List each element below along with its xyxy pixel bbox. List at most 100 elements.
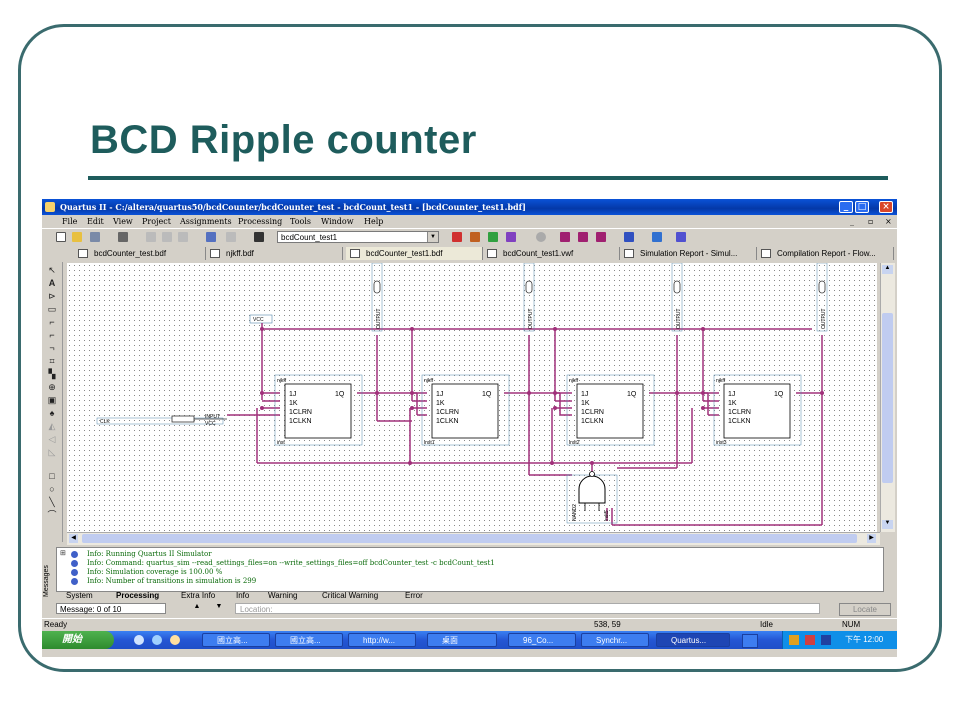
scroll-left-icon[interactable]: ◀	[69, 534, 78, 543]
tab-simulation-report[interactable]: Simulation Report - Simul...	[620, 247, 757, 260]
symbol-tool-icon[interactable]: ⊳	[48, 291, 56, 301]
paste-icon[interactable]	[178, 232, 188, 242]
programmer-icon[interactable]	[624, 232, 634, 242]
clock[interactable]: 下午 12:00	[845, 635, 884, 644]
mdi-close-icon[interactable]: ×	[885, 217, 892, 226]
partial-line-select-icon[interactable]: ▚	[48, 369, 56, 379]
orthogonal-bus-tool-icon[interactable]: ⌐	[49, 330, 55, 340]
taskbar-item[interactable]: 桌面	[427, 633, 497, 647]
quick-launch-media-icon[interactable]	[152, 635, 162, 645]
find-icon[interactable]: ♠	[49, 408, 55, 418]
oval-tool-icon[interactable]: ○	[49, 484, 55, 494]
scroll-up-icon[interactable]: ▲	[882, 265, 893, 274]
conduit-tool-icon[interactable]: ¬	[49, 343, 55, 353]
tab-warning[interactable]: Warning	[268, 591, 298, 600]
menu-file[interactable]: File	[62, 217, 78, 226]
location-field[interactable]: Location:	[235, 603, 820, 614]
taskbar-item[interactable]: 國立高...	[275, 633, 343, 647]
njkff-inst1[interactable]: njkff 1J 1Q 1K 1CLRN 1CLKN inst1	[421, 374, 510, 446]
chevron-down-icon[interactable]: ▼	[427, 232, 438, 242]
tab-bcdcounter-test-bdf[interactable]: bcdCounter_test.bdf	[74, 247, 206, 260]
message-list[interactable]: ⊞ Info: Running Quartus II Simulator Inf…	[56, 547, 884, 592]
tab-processing[interactable]: Processing	[116, 591, 160, 600]
up-arrow-icon[interactable]: ▲	[190, 603, 204, 614]
compile-tool-icon[interactable]	[470, 232, 480, 242]
message-line[interactable]: Info: Simulation coverage is 100.00 %	[87, 568, 223, 576]
locate-button[interactable]: Locate	[839, 603, 891, 616]
mdi-restore-icon[interactable]: ▫	[868, 217, 874, 226]
print-icon[interactable]	[118, 232, 128, 242]
message-line[interactable]: Info: Command: quartus_sim --read_settin…	[87, 559, 495, 567]
clk-input-pin[interactable]: CLK INPUT VCC	[96, 414, 227, 427]
scroll-right-icon[interactable]: ▶	[867, 534, 876, 543]
start-simulation-icon[interactable]	[596, 232, 606, 242]
output-pin-2[interactable]: OUTPUT	[671, 263, 683, 332]
selection-tool-icon[interactable]: ↖	[48, 265, 56, 275]
schematic-canvas[interactable]: VCC CLK INPUT VCC OUTPUT	[67, 263, 877, 532]
message-line[interactable]: Info: Number of transitions in simulatio…	[87, 577, 257, 585]
vertical-scroll-thumb[interactable]	[882, 313, 893, 483]
rectangle-tool-icon[interactable]: □	[49, 471, 55, 481]
line-tool-icon[interactable]: ╲	[49, 497, 55, 507]
tab-njkff-bdf[interactable]: njkff.bdf	[206, 247, 343, 260]
menu-processing[interactable]: Processing	[238, 217, 283, 226]
horizontal-scrollbar[interactable]: ◀ ▶	[67, 532, 880, 545]
vcc-symbol[interactable]: VCC	[249, 314, 273, 329]
flip-vertical-icon[interactable]: ◁	[48, 434, 56, 444]
tab-system[interactable]: System	[66, 591, 93, 600]
vertical-scrollbar[interactable]: ▲ ▼	[880, 263, 895, 532]
menu-view[interactable]: View	[113, 217, 133, 226]
text-tool-icon[interactable]: A	[48, 278, 56, 288]
zoom-tool-icon[interactable]: ⊕	[48, 382, 56, 392]
njkff-inst[interactable]: njkff 1J 1Q 1K 1CLRN 1CLKN inst	[274, 374, 363, 446]
timing-icon[interactable]	[536, 232, 546, 242]
new-file-icon[interactable]	[56, 232, 66, 242]
save-icon[interactable]	[90, 232, 100, 242]
output-pin-3[interactable]: OUTPUT	[816, 263, 828, 332]
tab-bcdcount-test1-vwf[interactable]: bcdCount_test1.vwf	[483, 247, 620, 260]
taskbar-item[interactable]: 國立高...	[202, 633, 270, 647]
tray-icon[interactable]	[805, 635, 815, 645]
taskbar-extra-button[interactable]	[742, 634, 758, 648]
close-button[interactable]: ×	[879, 201, 893, 213]
tab-error[interactable]: Error	[405, 591, 423, 600]
flip-horizontal-icon[interactable]: ◭	[48, 421, 56, 431]
minimize-button[interactable]: _	[839, 201, 853, 213]
menu-edit[interactable]: Edit	[87, 217, 104, 226]
taskbar-item[interactable]: 96_Co...	[508, 633, 576, 647]
taskbar-item[interactable]: Synchr...	[581, 633, 649, 647]
project-combo[interactable]: bcdCount_test1 ▼	[277, 231, 439, 243]
maximize-button[interactable]: □	[855, 201, 869, 213]
start-button[interactable]: 開始	[42, 631, 114, 649]
output-pin-1[interactable]: OUTPUT	[523, 263, 535, 332]
menu-assignments[interactable]: Assignments	[180, 217, 232, 226]
taskbar-item-active[interactable]: Quartus...	[656, 633, 730, 647]
tab-critical-warning[interactable]: Critical Warning	[322, 591, 379, 600]
stop-icon[interactable]	[452, 232, 462, 242]
open-folder-icon[interactable]	[72, 232, 82, 242]
scroll-down-icon[interactable]: ▼	[882, 520, 893, 529]
output-pin-0[interactable]: OUTPUT	[371, 263, 383, 332]
tab-compilation-report[interactable]: Compilation Report - Flow...	[757, 247, 894, 260]
menu-tools[interactable]: Tools	[290, 217, 312, 226]
tray-icon[interactable]	[789, 635, 799, 645]
synthesis-icon[interactable]	[506, 232, 516, 242]
mdi-minimize-icon[interactable]: _	[850, 217, 854, 226]
quick-launch-app-icon[interactable]	[170, 635, 180, 645]
taskbar-item[interactable]: http://w...	[348, 633, 416, 647]
orthogonal-node-tool-icon[interactable]: ⌐	[49, 317, 55, 327]
undo-icon[interactable]	[206, 232, 216, 242]
rubberbanding-icon[interactable]: ⌗	[49, 356, 55, 366]
nand2-gate[interactable]: NAND2 inst5	[566, 471, 618, 524]
expand-icon[interactable]: ⊞	[60, 550, 66, 557]
redo-icon[interactable]	[226, 232, 236, 242]
tab-bcdcounter-test1-bdf[interactable]: bcdCounter_test1.bdf	[346, 247, 483, 260]
horizontal-scroll-thumb[interactable]	[82, 534, 857, 543]
analysis-icon[interactable]	[488, 232, 498, 242]
tab-extra-info[interactable]: Extra Info	[181, 591, 216, 600]
menu-project[interactable]: Project	[142, 217, 171, 226]
tab-info[interactable]: Info	[236, 591, 250, 600]
quick-launch-ie-icon[interactable]	[134, 635, 144, 645]
block-tool-icon[interactable]: ▭	[47, 304, 57, 314]
menu-window[interactable]: Window	[321, 217, 354, 226]
